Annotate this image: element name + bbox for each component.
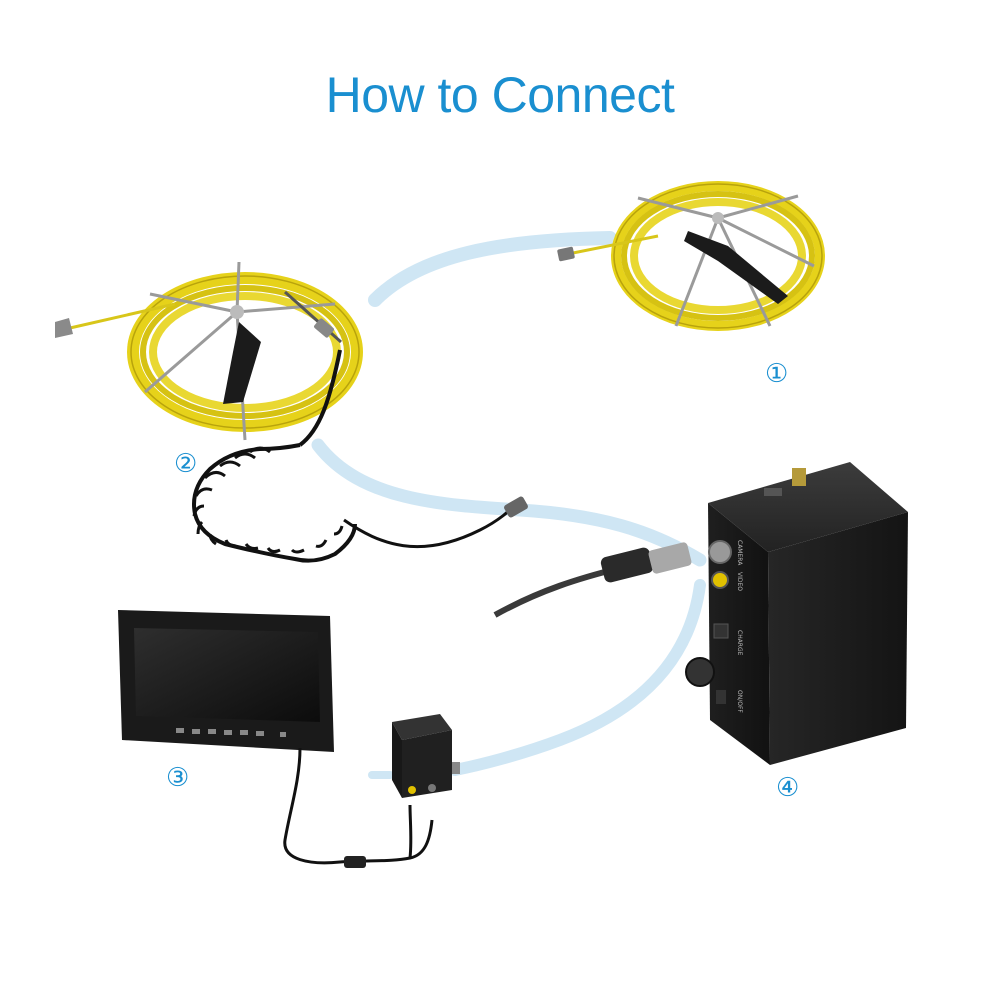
label-reel-2: ②	[174, 449, 198, 479]
monitor-cable	[283, 747, 434, 865]
svg-text:ON/OFF: ON/OFF	[736, 690, 743, 713]
label-monitor-3: ③	[166, 763, 190, 793]
svg-text:VIDEO: VIDEO	[736, 572, 743, 591]
flow-reel1-to-reel2	[368, 231, 617, 307]
cable-reel-2	[55, 261, 363, 441]
cable-reel-1	[557, 181, 825, 331]
camera-plug	[493, 542, 692, 618]
flow-box-to-adapter	[449, 579, 706, 776]
adapter-box	[392, 714, 460, 798]
svg-text:CHARGE: CHARGE	[736, 630, 743, 656]
flow-reel2-to-box	[311, 438, 707, 567]
control-box-4: CAMERA VIDEO CHARGE ON/OFF	[685, 462, 908, 765]
monitor-3	[118, 610, 334, 752]
label-reel-1: ①	[765, 359, 789, 389]
svg-text:CAMERA: CAMERA	[736, 540, 743, 566]
page-title: How to Connect	[325, 67, 675, 123]
coiled-cable	[192, 349, 528, 563]
label-control-box-4: ④	[776, 773, 800, 803]
